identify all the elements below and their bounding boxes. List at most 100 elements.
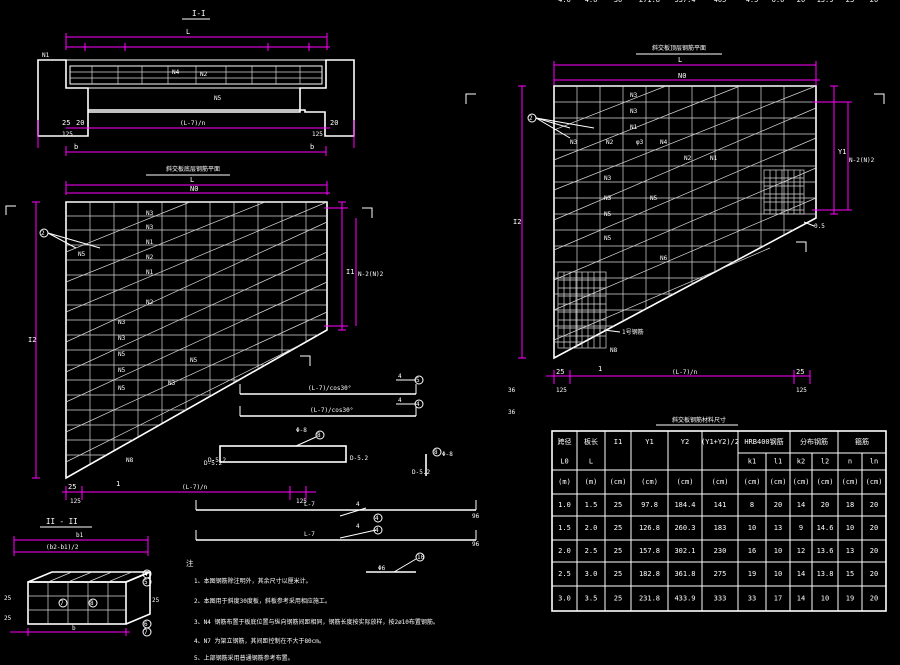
svg-text:4: 4 [144, 571, 148, 578]
svg-text:N5: N5 [118, 367, 126, 374]
table-cell: 6.0 [772, 0, 785, 4]
svg-text:1号钢筋: 1号钢筋 [622, 328, 644, 336]
svg-text:N3: N3 [630, 108, 638, 115]
dim-25-a: 25 [62, 119, 70, 127]
svg-text:D-5.2: D-5.2 [208, 457, 226, 464]
svg-text:N5: N5 [118, 351, 126, 358]
table-subheader-7: l1 [774, 458, 782, 466]
table-cell: 10 [748, 524, 756, 532]
svg-text:5: 5 [144, 579, 148, 586]
svg-text:Φ6: Φ6 [378, 565, 386, 572]
bar-len-D2: D-5.2 [412, 469, 430, 476]
table-cell: 2.5 [585, 547, 598, 555]
table-cell: 20 [870, 570, 878, 578]
dim-I1-right: I1 [346, 268, 354, 276]
svg-text:N5: N5 [604, 211, 612, 218]
table-cell: 4.6 [585, 0, 598, 4]
table-unit-11: (cm) [866, 478, 883, 486]
dim-I2-left: I2 [28, 336, 36, 344]
table-cell: 361.8 [674, 570, 695, 578]
table-cell: 126.8 [639, 524, 660, 532]
table-cell: 25 [614, 501, 622, 509]
note-3: 3、N4 钢筋布置于板底位置与纵向钢筋间距相同，钢筋长度按实际放样，按2ø10布… [194, 618, 439, 626]
dim-Ln-a: (L-7)/n [180, 120, 206, 127]
svg-text:0.5: 0.5 [814, 223, 825, 230]
table-unit-3: (cm) [641, 478, 658, 486]
table-unit-9: (cm) [817, 478, 834, 486]
svg-text:b: b [72, 625, 76, 632]
table-cell: 183 [714, 524, 727, 532]
table-cell: 30 [614, 0, 622, 4]
section-i-i-title: I-I [192, 9, 206, 18]
table-cell: 184.4 [674, 501, 695, 509]
svg-text:(L-7)/n: (L-7)/n [182, 484, 208, 491]
svg-text:斜交板钢筋材料尺寸: 斜交板钢筋材料尺寸 [672, 416, 726, 424]
svg-text:N2: N2 [606, 139, 614, 146]
table-cell: 20 [870, 547, 878, 555]
table-cell: 20 [870, 595, 878, 603]
table-cell: 10 [846, 524, 854, 532]
svg-text:N2: N2 [146, 254, 154, 261]
svg-text:(b2-b1)/2: (b2-b1)/2 [46, 544, 79, 551]
svg-text:N1: N1 [630, 124, 638, 131]
svg-text:φ3: φ3 [636, 139, 644, 146]
table-subheader-10: n [848, 458, 852, 466]
svg-text:36: 36 [508, 409, 516, 416]
bar-details: (L-7)/cos30° 4 5 (L-7)/cos30° 4 4 36 36 … [195, 373, 516, 573]
section-i-i-view: I-I L N1 N2 N4 N5 [37, 9, 355, 156]
table-cell: 13.9 [817, 0, 834, 4]
table-unit-1: (m) [585, 478, 598, 486]
table-cell: 25 [614, 595, 622, 603]
svg-text:10: 10 [417, 554, 425, 561]
table-cell: 333 [714, 595, 727, 603]
table-cell: 25 [614, 570, 622, 578]
table-cell: 10 [774, 547, 782, 555]
svg-text:Φ-8: Φ-8 [296, 427, 307, 434]
table-cell: 302.1 [674, 547, 695, 555]
svg-text:N5: N5 [650, 195, 658, 202]
svg-text:N2: N2 [200, 71, 208, 78]
table-unit-2: (cm) [610, 478, 627, 486]
svg-text:4: 4 [375, 515, 379, 522]
svg-text:N8: N8 [610, 347, 618, 354]
table-cell: 13.6 [817, 547, 834, 555]
svg-text:2: 2 [529, 115, 533, 122]
svg-text:b1: b1 [76, 532, 84, 539]
svg-text:25: 25 [4, 615, 12, 622]
svg-text:25: 25 [68, 483, 76, 491]
table-header-3: Y1 [645, 438, 653, 446]
svg-text:20: 20 [330, 119, 338, 127]
table-header-6: HRB400钢筋 [744, 437, 783, 446]
svg-text:N4: N4 [172, 69, 180, 76]
svg-text:N1: N1 [42, 52, 50, 59]
table-cell: 17 [774, 595, 782, 603]
table-cell: 2.5 [558, 570, 571, 578]
svg-text:N0: N0 [190, 185, 198, 193]
note-5: 5、上部钢筋采用普通钢筋参考布置。 [194, 654, 294, 662]
table-cell: 3.0 [585, 570, 598, 578]
table-cell: 3.0 [558, 595, 571, 603]
table-cell: 182.8 [639, 570, 660, 578]
bar-label-2: (L-7)/cos30° [310, 407, 353, 414]
table-cell: 25 [614, 524, 622, 532]
svg-text:N2: N2 [146, 299, 154, 306]
svg-text:N1: N1 [146, 239, 154, 246]
note-2: 2、本图用于斜度30度板，斜板参考采用相应施工。 [194, 597, 331, 605]
table-cell: 25 [614, 547, 622, 555]
svg-text:8: 8 [434, 449, 438, 456]
table-cell: 2.0 [585, 524, 598, 532]
svg-text:N5: N5 [78, 251, 86, 258]
svg-text:I2: I2 [513, 218, 521, 226]
table-cell: 20 [821, 501, 829, 509]
table-cell: 157.8 [639, 547, 660, 555]
bar-label-1: (L-7)/cos30° [308, 385, 351, 392]
svg-text:7: 7 [144, 629, 148, 636]
table-header-7: 分布钢筋 [800, 437, 828, 446]
svg-text:96: 96 [472, 513, 480, 520]
section-ii-ii-title: II - II [46, 517, 78, 526]
table-cell: 1.0 [558, 501, 571, 509]
table-cell: 97.8 [641, 501, 658, 509]
svg-text:25: 25 [152, 597, 160, 604]
